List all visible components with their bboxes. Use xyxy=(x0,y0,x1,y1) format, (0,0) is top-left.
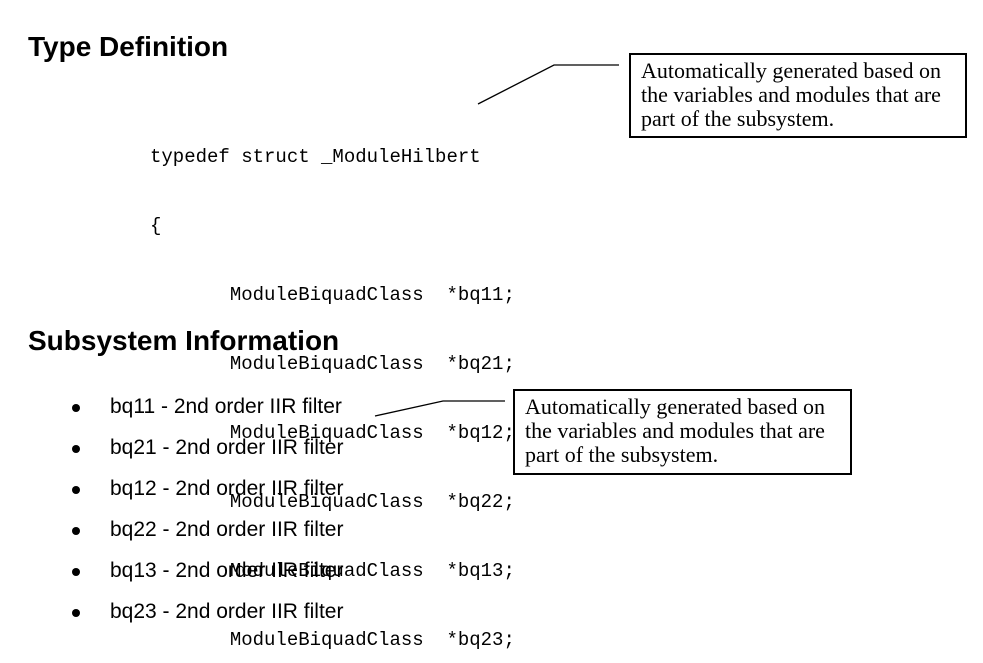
code-line: ModuleBiquadClass *bq12; xyxy=(150,422,515,444)
code-line: ModuleBiquadClass *bq13; xyxy=(150,560,515,582)
leader-line-typedef-callout xyxy=(477,64,619,105)
bullet-icon xyxy=(72,486,80,494)
list-item: bq12 - 2nd order IIR filter xyxy=(72,478,343,500)
code-line: typedef struct _ModuleHilbert xyxy=(150,146,481,168)
list-item-label: bq13 - 2nd order IIR filter xyxy=(110,559,344,582)
code-line: ModuleBiquadClass *bq11; xyxy=(150,284,515,306)
code-block-typedef: typedef struct _ModuleHilbert { ModuleBi… xyxy=(150,100,515,663)
callout-text-line: Automatically generated based on xyxy=(641,58,941,83)
list-item-label: bq11 - 2nd order IIR filter xyxy=(110,395,342,418)
callout-text-line: part of the subsystem. xyxy=(525,442,719,467)
code-line: ModuleBiquadClass *bq21; xyxy=(150,353,515,375)
bullet-icon xyxy=(72,609,80,617)
bullet-icon xyxy=(72,527,80,535)
list-item: bq13 - 2nd order IIR filter xyxy=(72,560,343,582)
callout-text-line: the variables and modules that are xyxy=(525,418,825,443)
list-item: bq23 - 2nd order IIR filter xyxy=(72,601,343,623)
subsystem-bullet-list: bq11 - 2nd order IIR filter bq21 - 2nd o… xyxy=(72,396,343,642)
code-line: { xyxy=(150,215,162,237)
callout-box-subsystem-information: Automatically generated based on the var… xyxy=(513,389,852,475)
list-item-label: bq21 - 2nd order IIR filter xyxy=(110,436,344,459)
list-item: bq21 - 2nd order IIR filter xyxy=(72,437,343,459)
list-item-label: bq23 - 2nd order IIR filter xyxy=(110,600,344,623)
list-item: bq11 - 2nd order IIR filter xyxy=(72,396,343,418)
list-item-label: bq12 - 2nd order IIR filter xyxy=(110,477,344,500)
code-line: ModuleBiquadClass *bq23; xyxy=(150,629,515,651)
callout-box-type-definition: Automatically generated based on the var… xyxy=(629,53,967,138)
callout-text-line: part of the subsystem. xyxy=(641,106,835,131)
section-heading-subsystem-information: Subsystem Information xyxy=(28,325,340,356)
callout-text-line: the variables and modules that are xyxy=(641,82,941,107)
bullet-icon xyxy=(72,445,80,453)
list-item-label: bq22 - 2nd order IIR filter xyxy=(110,518,344,541)
list-item: bq22 - 2nd order IIR filter xyxy=(72,519,343,541)
bullet-icon xyxy=(72,568,80,576)
callout-text-line: Automatically generated based on xyxy=(525,394,825,419)
code-line: ModuleBiquadClass *bq22; xyxy=(150,491,515,513)
section-heading-type-definition: Type Definition xyxy=(28,31,229,62)
bullet-icon xyxy=(72,404,80,412)
